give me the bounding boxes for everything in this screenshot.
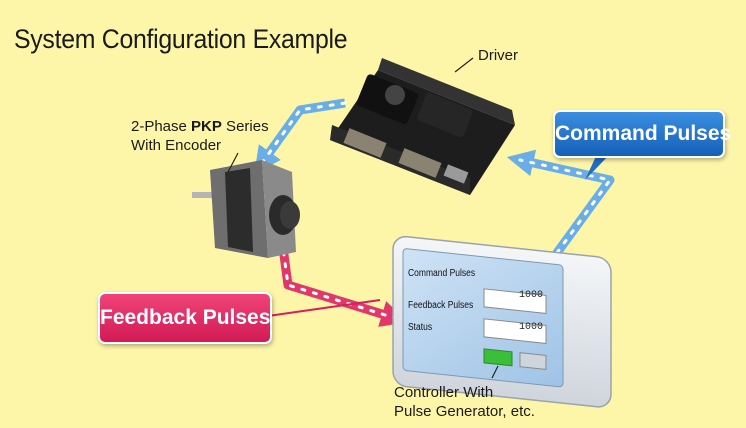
controller-label-line2: Pulse Generator, etc. [394,403,535,420]
driver-to-motor-path [254,98,347,174]
command-pulses-callout: Command Pulses [553,110,731,158]
controller-label: Controller With Pulse Generator, etc. [394,383,535,421]
panel-feedback-label: Feedback Pulses [408,300,474,311]
feedback-pulses-callout: Feedback Pulses [98,292,272,344]
controller-leader-line [491,365,499,379]
motor-label: 2-Phase PKP Series With Encoder [131,117,269,155]
driver-label: Driver [478,47,518,64]
motor-label-suffix: Series [221,118,269,135]
driver-unit [330,58,515,195]
page-title: System Configuration Example [14,24,348,54]
panel-command-label: Command Pulses [408,268,476,279]
motor-leader-line [227,152,239,173]
motor-label-prefix: 2-Phase [131,118,192,135]
controller-unit [392,235,612,408]
stepper-motor [192,160,300,258]
driver-leader-line [454,57,474,73]
command-callout-pointer [585,152,612,180]
panel-feedback-value: 1000 [518,322,543,333]
command-pulse-path [506,149,615,275]
controller-label-line1: Controller With [394,384,494,401]
panel-command-value: 1000 [518,290,543,301]
motor-label-series: PKP [191,118,222,135]
motor-label-line2: With Encoder [131,137,222,154]
feedback-pulse-path [277,238,408,327]
panel-status-label: Status [408,322,433,333]
feedback-callout-pointer [267,299,381,317]
